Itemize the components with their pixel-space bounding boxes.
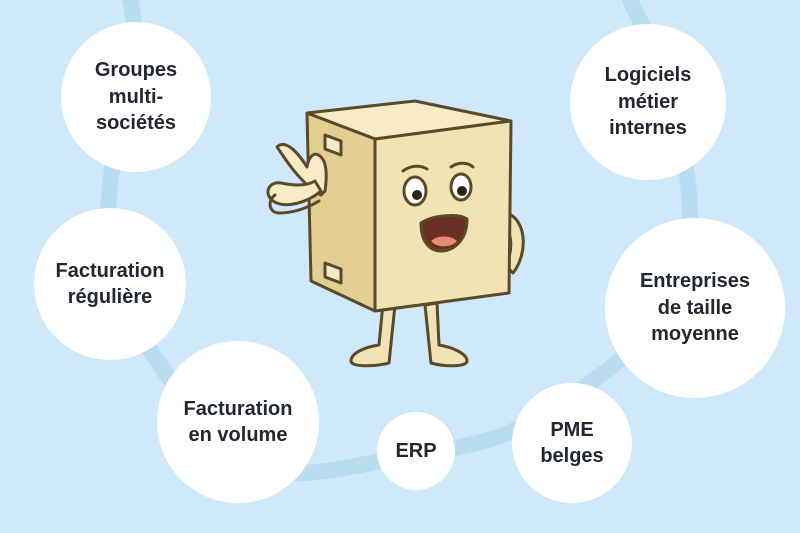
bubble-erp-label: ERP xyxy=(395,439,437,462)
bubble-groupes-label: Groupes multi- sociétés xyxy=(94,59,178,135)
bubble-facturation-reguliere-label: Facturation régulière xyxy=(55,259,165,308)
bubble-entreprises-label: Entreprises de taille moyenne xyxy=(639,270,751,346)
bubble-facturation-reguliere: Facturation régulière xyxy=(34,208,186,360)
cardboard-box-mascot-icon xyxy=(266,99,525,368)
bubble-logiciels-label: Logiciels métier internes xyxy=(604,64,692,140)
bubble-pme-belges: PME belges xyxy=(512,383,632,503)
bubble-pme-label: PME belges xyxy=(540,418,604,467)
bubble-facturation-volume-label: Facturation en volume xyxy=(183,397,293,446)
bubble-logiciels-metier: Logiciels métier internes xyxy=(570,24,726,180)
bubble-facturation-volume: Facturation en volume xyxy=(157,341,319,503)
bubble-erp: ERP xyxy=(377,412,455,490)
bubble-groupes-multi-societes: Groupes multi- sociétés xyxy=(61,22,211,172)
bubble-entreprises-taille-moyenne: Entreprises de taille moyenne xyxy=(605,218,785,398)
